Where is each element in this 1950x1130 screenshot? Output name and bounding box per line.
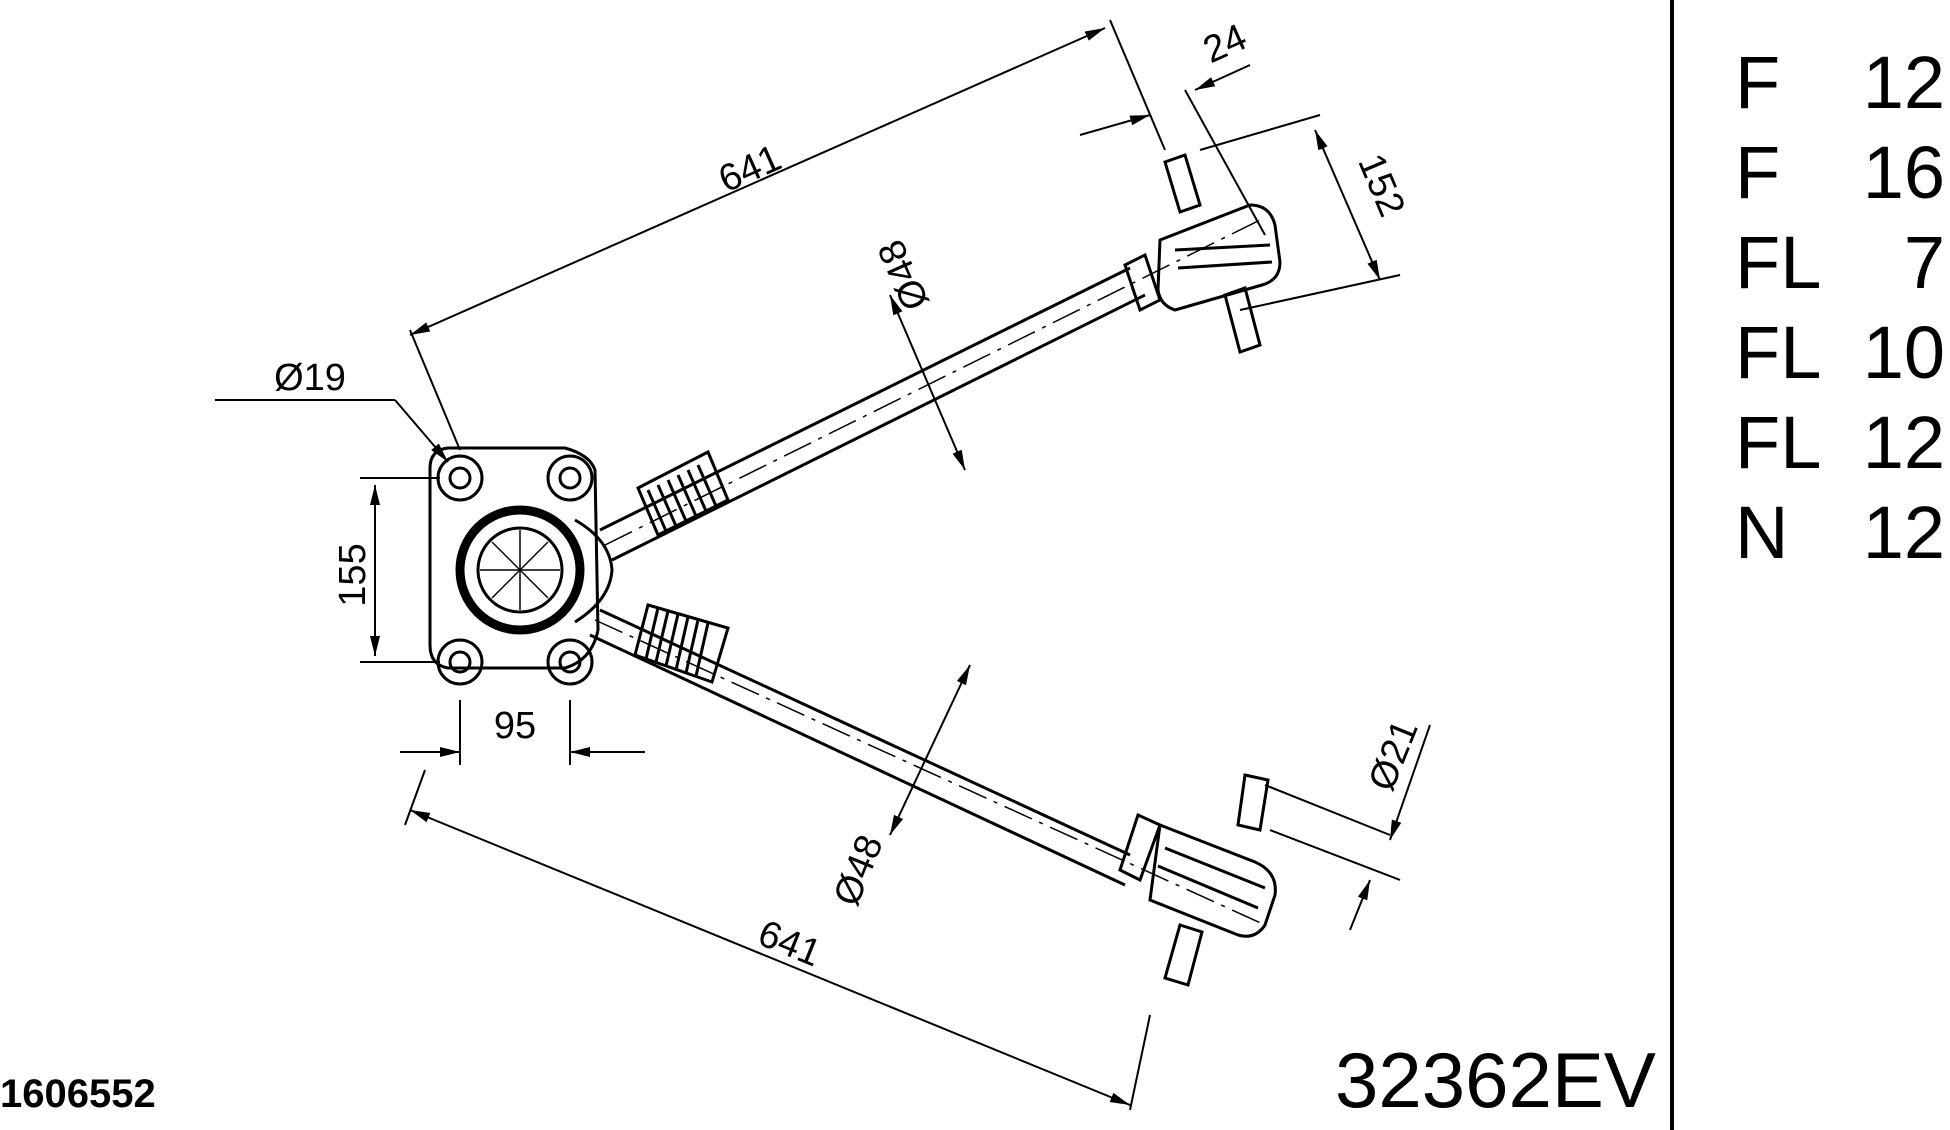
application-value: 12 xyxy=(1862,41,1945,124)
bolt-hole-bottom-right xyxy=(546,638,594,686)
application-model: N xyxy=(1735,491,1789,574)
lower-end-housing xyxy=(1148,822,1277,938)
application-value: 12 xyxy=(1862,491,1945,574)
dim-pin-diameter: 24 xyxy=(1197,16,1253,72)
application-row: FL 7 xyxy=(1735,218,1950,308)
center-hatch xyxy=(480,530,560,610)
upper-top-stud xyxy=(1163,153,1202,214)
application-model: F xyxy=(1735,41,1781,124)
dim-hole-spacing-horizontal: 95 xyxy=(494,705,536,747)
upper-bottom-stud xyxy=(1223,286,1262,354)
bolt-hole-top-left xyxy=(436,454,484,502)
applications-list: F 12 F 16 FL 7 FL 10 FL 12 N 12 xyxy=(1735,38,1950,578)
application-value: 12 xyxy=(1862,401,1945,484)
dim-tube-lower: Ø48 xyxy=(826,829,892,911)
application-value: 7 xyxy=(1903,221,1945,304)
dim-stud-diameter: Ø21 xyxy=(1361,714,1427,796)
center-collar xyxy=(574,518,614,624)
application-model: FL xyxy=(1735,311,1822,394)
bolt-hole-inner-bottom-right xyxy=(558,650,582,674)
dim-hole-diameter: Ø19 xyxy=(274,357,346,399)
application-row: F 16 xyxy=(1735,128,1950,218)
bolt-hole-inner-top-right xyxy=(558,466,582,490)
lower-arm xyxy=(589,603,1277,987)
center-ball-joint-inner xyxy=(476,526,564,614)
bolt-hole-bottom-left xyxy=(436,638,484,686)
application-model: F xyxy=(1735,131,1781,214)
dim-hole-spacing-vertical: 155 xyxy=(332,543,374,606)
lower-top-stud xyxy=(1236,773,1270,832)
bolt-hole-inner-bottom-left xyxy=(448,650,472,674)
lower-bottom-stud xyxy=(1163,923,1204,987)
dim-length-upper: 641 xyxy=(713,137,788,201)
dim-length-lower: 641 xyxy=(752,913,827,976)
part-number: 32362EV xyxy=(1335,1036,1656,1124)
bolt-hole-inner-top-left xyxy=(448,466,472,490)
application-model: FL xyxy=(1735,221,1822,304)
upper-end-housing xyxy=(1156,203,1282,312)
reference-code: 1606552 xyxy=(0,1072,156,1116)
application-row: N 12 xyxy=(1735,488,1950,578)
center-bracket xyxy=(428,446,600,670)
lower-sleeve xyxy=(633,603,730,684)
application-row: FL 10 xyxy=(1735,308,1950,398)
center-ball-joint-outer xyxy=(455,505,585,635)
dim-bushing-width: 152 xyxy=(1349,148,1412,223)
application-value: 16 xyxy=(1862,131,1945,214)
upper-sleeve xyxy=(636,449,730,538)
application-row: FL 12 xyxy=(1735,398,1950,488)
application-model: FL xyxy=(1735,401,1822,484)
application-value: 10 xyxy=(1862,311,1945,394)
upper-arm xyxy=(599,153,1282,562)
dim-tube-upper: Ø48 xyxy=(870,234,938,317)
dimension-lines xyxy=(215,19,1431,1111)
bolt-hole-top-right xyxy=(546,454,594,502)
application-row: F 12 xyxy=(1735,38,1950,128)
